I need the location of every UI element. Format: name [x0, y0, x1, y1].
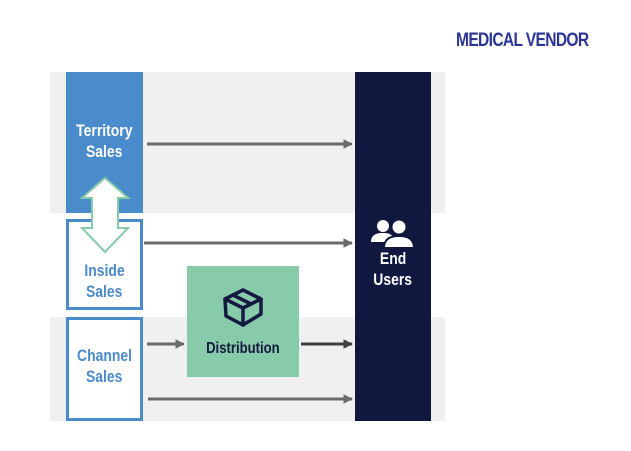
distribution-label: Distribution	[206, 340, 280, 357]
box-icon	[223, 288, 263, 327]
end-users-label: End Users	[373, 249, 413, 289]
diagram-title: MEDICAL VENDOR	[456, 30, 589, 51]
territory-sales-box[interactable]: Territory Sales	[66, 72, 143, 213]
distribution-box[interactable]: Distribution	[187, 266, 299, 377]
end-users-box[interactable]: End Users	[355, 72, 431, 421]
double-arrow-territory-inside	[79, 176, 131, 254]
inside-sales-label: Inside Sales	[84, 261, 125, 301]
territory-sales-label: Territory Sales	[76, 121, 133, 161]
users-icon	[371, 218, 415, 248]
channel-sales-label: Channel Sales	[77, 346, 132, 386]
channel-sales-box[interactable]: Channel Sales	[66, 317, 143, 421]
inside-sales-box[interactable]: Inside Sales	[66, 219, 143, 310]
